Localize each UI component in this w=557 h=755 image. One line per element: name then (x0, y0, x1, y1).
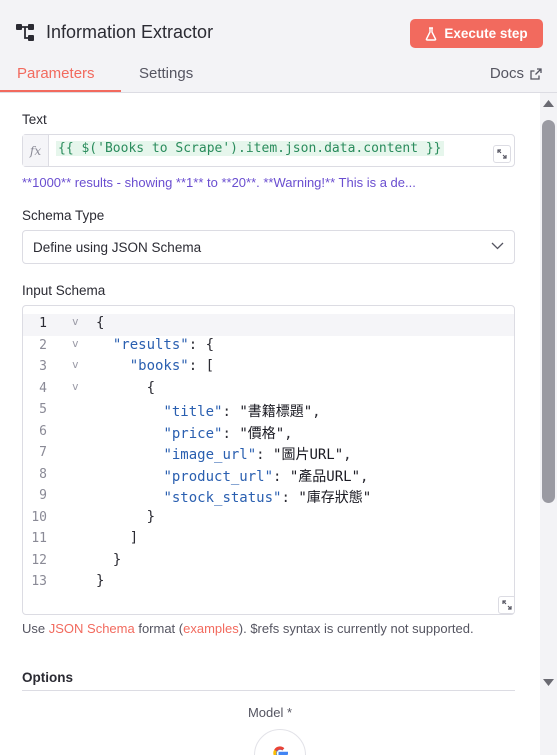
parameters-panel: Text fx {{ $('Books to Scrape').item.jso… (0, 93, 540, 755)
flask-icon (426, 26, 437, 41)
code-line: 11 ] (23, 529, 514, 551)
scroll-up-icon[interactable] (543, 99, 554, 108)
code-line: 13} (23, 572, 514, 594)
fold-toggle-icon[interactable]: v (72, 379, 79, 393)
help-middle: format ( (134, 621, 184, 636)
input-schema-editor[interactable]: 1 v {2 v "results": { 3 v "books": [ 4 v {5 "ti… (22, 305, 515, 615)
expression-result-hint: **1000** results - showing **1** to **20… (22, 175, 416, 190)
code-text: ] (96, 530, 139, 546)
line-number: 9 (39, 488, 47, 503)
code-text: } (96, 508, 156, 525)
code-text: "stock_status": "庫存狀態" (163, 490, 372, 506)
chevron-down-icon (491, 242, 504, 250)
input-schema-label: Input Schema (22, 283, 106, 298)
model-connector[interactable] (254, 729, 306, 755)
line-number: 3 (39, 359, 47, 374)
fold-toggle-icon[interactable]: v (72, 315, 79, 328)
line-number: 7 (39, 445, 47, 460)
text-expression-input[interactable]: fx {{ $('Books to Scrape').item.json.dat… (22, 134, 515, 167)
expand-editor-icon[interactable] (498, 596, 514, 614)
fold-toggle-icon[interactable]: v (72, 336, 79, 350)
examples-link[interactable]: examples (183, 621, 239, 636)
code-line: 6 "price": "價格", (23, 422, 514, 444)
code-line: 10 } (23, 508, 514, 530)
scroll-down-icon[interactable] (543, 678, 554, 687)
fold-toggle-icon[interactable]: v (72, 358, 79, 371)
flow-nodes-icon (16, 24, 34, 41)
expand-editor-icon[interactable] (493, 145, 511, 163)
code-text: } (96, 573, 105, 589)
code-text: { (96, 379, 156, 396)
text-expression: {{ $('Books to Scrape').item.json.data.c… (56, 141, 444, 156)
code-line: 1 v { (23, 314, 514, 336)
code-text: "product_url": "產品URL", (163, 468, 369, 485)
json-schema-link[interactable]: JSON Schema (48, 621, 135, 636)
code-line: 9 "stock_status": "庫存狀態" (23, 486, 514, 508)
tab-parameters[interactable]: Parameters (17, 65, 95, 82)
code-text: "title": "書籍標題", (163, 404, 321, 420)
schema-type-label: Schema Type (22, 208, 105, 223)
code-text: "price": "價格", (163, 425, 293, 442)
schema-type-select[interactable]: Define using JSON Schema (22, 230, 515, 264)
model-label: Model * (247, 705, 293, 720)
execute-step-button[interactable]: Execute step (410, 19, 543, 48)
line-number: 1 (39, 316, 47, 331)
code-text: "image_url": "圖片URL", (163, 447, 352, 463)
external-link-icon (530, 67, 542, 80)
code-text: { (96, 315, 105, 331)
line-number: 6 (39, 423, 47, 439)
code-line: 12 } (23, 551, 514, 573)
title-row: Information Extractor (14, 18, 213, 46)
schema-help-text: Use JSON Schema format (examples). $refs… (22, 620, 492, 637)
code-line: 3 v "books": [ (23, 357, 514, 379)
execute-step-label: Execute step (444, 26, 528, 41)
line-number: 10 (31, 509, 47, 525)
line-number: 12 (31, 552, 47, 568)
code-line: 4 v { (23, 379, 514, 401)
code-line: 2 v "results": { (23, 336, 514, 358)
code-text: } (96, 551, 122, 568)
schema-type-value: Define using JSON Schema (33, 240, 202, 255)
code-line: 7 "image_url": "圖片URL", (23, 443, 514, 465)
line-number: 11 (31, 531, 47, 546)
fx-icon: fx (23, 135, 49, 166)
help-prefix: Use (22, 621, 49, 636)
line-number: 2 (39, 337, 47, 353)
node-header: Information Extractor Execute step Param… (0, 0, 557, 93)
options-heading[interactable]: Options (22, 670, 73, 685)
scroll-thumb[interactable] (542, 120, 555, 503)
tab-bar: Parameters Settings Docs (0, 62, 557, 93)
docs-link[interactable]: Docs (490, 65, 542, 82)
help-suffix: ). $refs syntax is currently not support… (238, 621, 474, 636)
code-text: "results": { (112, 336, 215, 353)
line-number: 4 (39, 380, 47, 396)
node-title: Information Extractor (46, 21, 214, 42)
divider (22, 690, 515, 691)
line-number: 8 (39, 466, 47, 482)
docs-label: Docs (489, 65, 524, 82)
line-number: 13 (31, 574, 47, 589)
code-line: 5 "title": "書籍標題", (23, 400, 514, 422)
tab-settings[interactable]: Settings (139, 65, 194, 82)
code-text: "books": [ (129, 358, 215, 374)
line-number: 5 (39, 402, 47, 417)
text-label: Text (22, 112, 47, 127)
code-line: 8 "product_url": "產品URL", (23, 465, 514, 487)
scrollbar[interactable] (540, 93, 557, 755)
active-tab-indicator (0, 90, 121, 92)
google-icon (273, 746, 288, 755)
